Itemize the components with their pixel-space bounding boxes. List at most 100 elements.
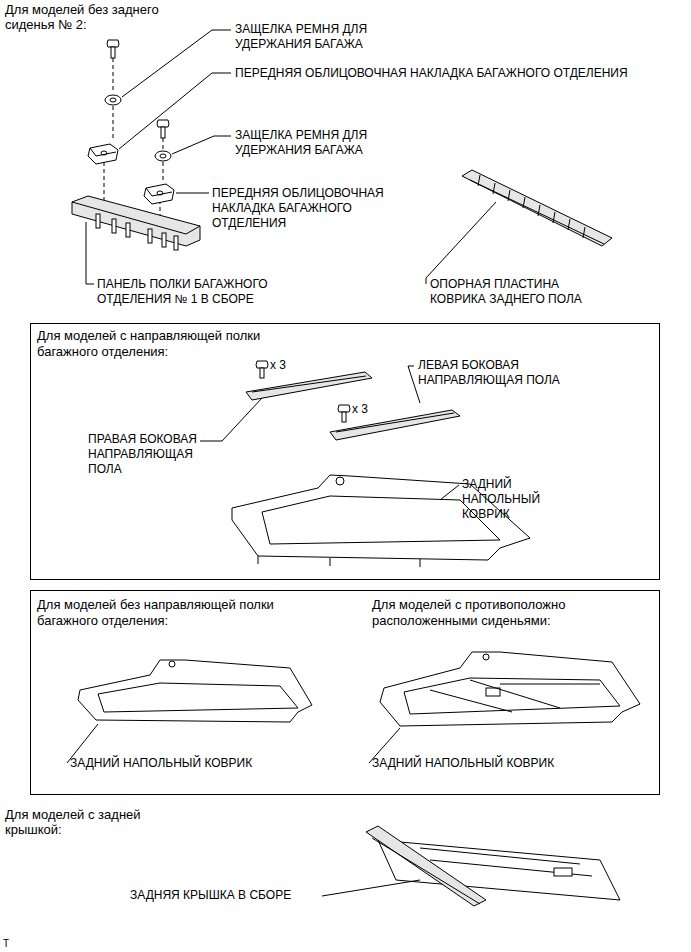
screw-part xyxy=(256,361,268,378)
trim-cover-part-part xyxy=(146,188,152,196)
part-label: ПРАВАЯ БОКОВАЯ НАПРАВЛЯЮЩАЯ ПОЛА xyxy=(88,432,200,477)
shelf-panel xyxy=(72,196,200,250)
leader-line-part xyxy=(176,193,209,194)
tonneau-cover-part xyxy=(372,838,480,904)
floor-side-rail-part xyxy=(246,372,372,400)
floor-mat-part xyxy=(420,559,421,567)
trim-cover-part-part xyxy=(157,191,163,195)
support-plate-part-part xyxy=(553,212,555,223)
trim-cover-part-part xyxy=(144,184,174,204)
strap-latch-part xyxy=(155,151,171,161)
strap-latch-part-part xyxy=(155,151,171,161)
trim-cover-part-part xyxy=(101,151,107,155)
part-label: ЗАДНИЙ НАПОЛЬНЫЙ КОВРИК xyxy=(70,756,252,771)
trim-cover-part-part xyxy=(88,144,118,164)
floor-mat-part xyxy=(380,652,640,726)
trim-cover-part xyxy=(144,184,174,204)
floor-mat xyxy=(380,652,640,726)
strap-latch-part-part xyxy=(105,95,121,105)
support-plate-part-part xyxy=(478,175,480,186)
floor-mat-part xyxy=(98,683,298,712)
strap-latch-part-part xyxy=(110,98,116,102)
part-label: ЗАЩЕЛКА РЕМНЯ ДЛЯ УДЕРЖАНИЯ БАГАЖА xyxy=(235,22,405,52)
screw-part xyxy=(107,40,119,58)
leader-line-part xyxy=(322,880,420,896)
screw-part-part xyxy=(256,361,268,368)
floor-mat-part xyxy=(483,654,489,660)
tonneau-cover-part xyxy=(366,826,486,906)
screw-part-part xyxy=(260,368,264,378)
part-label: ЗАДНИЙ НАПОЛЬНЫЙ КОВРИК xyxy=(372,756,554,771)
part-label: ПЕРЕДНЯЯ ОБЛИЦОВОЧНАЯ НАКЛАДКА БАГАЖНОГО… xyxy=(235,66,628,81)
dashed-guide-part xyxy=(113,106,114,140)
floor-mat-part xyxy=(336,477,344,485)
leader-line-part xyxy=(119,73,231,149)
trim-cover-part-part xyxy=(90,148,96,156)
dashed-guide-part xyxy=(104,162,105,205)
part-label: ЗАЩЕЛКА РЕМНЯ ДЛЯ УДЕРЖАНИЯ БАГАЖА xyxy=(235,128,405,158)
frame-heading: Для моделей без направляющей полки багаж… xyxy=(37,597,337,629)
leader-line-part xyxy=(172,136,231,154)
shelf-panel-part xyxy=(148,229,152,243)
strap-latch-part-part xyxy=(160,154,166,158)
support-plate-part-part xyxy=(568,219,570,230)
support-plate-part-part xyxy=(523,197,525,208)
leader-line-part xyxy=(440,485,459,500)
floor-side-rail-part xyxy=(330,410,460,440)
screw-part-part xyxy=(157,120,169,127)
frame-heading: Для моделей с противоположно расположенн… xyxy=(372,597,652,629)
tonneau-cover-part xyxy=(378,840,620,900)
leader-line-part xyxy=(122,30,231,97)
leader-line xyxy=(322,880,420,896)
tonneau-cover-part xyxy=(554,868,572,876)
leader-line-part xyxy=(86,222,94,284)
leader-line-part xyxy=(200,398,262,441)
shelf-panel-part xyxy=(72,196,200,246)
frame-heading: Для моделей с направляющей полки багажно… xyxy=(37,328,287,360)
dashed-guide-part xyxy=(113,58,114,93)
strap-latch-part xyxy=(105,95,121,105)
floor-mat-part xyxy=(500,684,600,685)
floor-mat-part xyxy=(258,556,259,564)
part-label: ЛЕВАЯ БОКОВАЯ НАПРАВЛЯЮЩАЯ ПОЛА xyxy=(418,358,598,388)
shelf-panel-part xyxy=(126,223,130,237)
support-plate-part-part xyxy=(508,190,510,201)
support-plate xyxy=(462,170,612,246)
shelf-panel-part xyxy=(186,226,200,234)
part-label: x 3 xyxy=(352,402,368,417)
tonneau-cover-part xyxy=(430,860,592,876)
part-label: ОПОРНАЯ ПЛАСТИНА КОВРИКА ЗАДНЕГО ПОЛА xyxy=(430,277,605,307)
floor-mat-part xyxy=(330,558,331,566)
part-label: T xyxy=(3,936,9,951)
dashed-guide-part xyxy=(163,162,164,182)
screw-part-part xyxy=(338,405,350,412)
floor-side-rail-part xyxy=(252,376,366,392)
shelf-panel-part xyxy=(162,233,166,247)
support-plate-part-part xyxy=(538,205,540,216)
floor-mat-part xyxy=(486,688,500,696)
trim-cover-part-part xyxy=(152,192,172,196)
trim-cover-part-part xyxy=(96,152,116,156)
shelf-panel-part xyxy=(96,214,100,228)
part-label: Для моделей без заднего сиденья № 2: xyxy=(5,2,205,32)
support-plate-part xyxy=(462,170,612,246)
screw-part xyxy=(157,120,169,138)
screw-part-part xyxy=(342,412,346,422)
part-label: ПЕРЕДНЯЯ ОБЛИЦОВОЧНАЯ НАКЛАДКА БАГАЖНОГО… xyxy=(212,186,390,231)
support-plate-part-part xyxy=(493,183,495,194)
shelf-panel-part xyxy=(174,236,178,250)
floor-mat-part xyxy=(78,660,312,722)
part-label: ЗАДНЯЯ КРЫШКА В СБОРЕ xyxy=(130,888,291,903)
part-label: ЗАДНИЙ НАПОЛЬНЫЙ КОВРИК xyxy=(462,477,582,522)
tonneau-cover xyxy=(366,826,620,906)
shelf-panel-part xyxy=(112,219,116,233)
part-label: Для моделей с задней крышкой: xyxy=(5,807,175,837)
trim-cover xyxy=(88,144,174,204)
screw-part-part xyxy=(111,47,115,58)
support-plate-part-part xyxy=(583,227,585,238)
leader-line-part xyxy=(426,202,496,284)
screw-part-part xyxy=(107,40,119,47)
floor-mat xyxy=(78,660,312,722)
part-label: ПАНЕЛЬ ПОЛКИ БАГАЖНОГО ОТДЕЛЕНИЯ № 1 В С… xyxy=(97,277,287,307)
part-label: x 3 xyxy=(270,358,286,373)
